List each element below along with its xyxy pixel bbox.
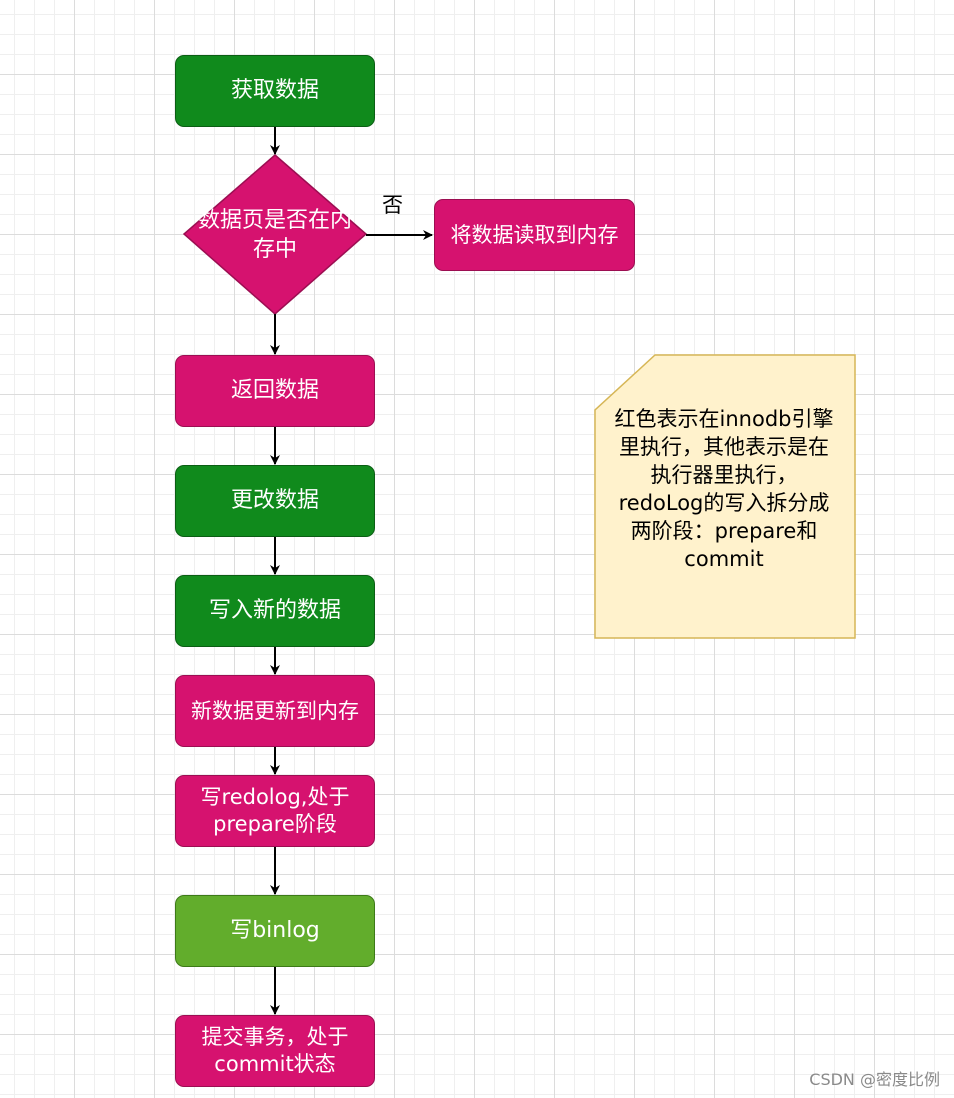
node-get-data[interactable]: 获取数据 xyxy=(175,55,375,127)
node-read-to-memory[interactable]: 将数据读取到内存 xyxy=(434,199,635,271)
node-write-binlog[interactable]: 写binlog xyxy=(175,895,375,967)
node-commit[interactable]: 提交事务，处于 commit状态 xyxy=(175,1015,375,1087)
edge-label-no: 否 xyxy=(382,193,403,217)
node-return-data[interactable]: 返回数据 xyxy=(175,355,375,427)
node-update-memory[interactable]: 新数据更新到内存 xyxy=(175,675,375,747)
watermark: CSDN @密度比例 xyxy=(809,1070,940,1089)
node-modify-data[interactable]: 更改数据 xyxy=(175,465,375,537)
node-write-redolog[interactable]: 写redolog,处于 prepare阶段 xyxy=(175,775,375,847)
note-shape xyxy=(594,354,856,639)
node-write-new-data[interactable]: 写入新的数据 xyxy=(175,575,375,647)
decision-label: 数据页是否在内 存中 xyxy=(197,208,352,262)
note-text: 红色表示在innodb引擎 里执行，其他表示是在 执行器里执行， redoLog… xyxy=(614,407,834,571)
